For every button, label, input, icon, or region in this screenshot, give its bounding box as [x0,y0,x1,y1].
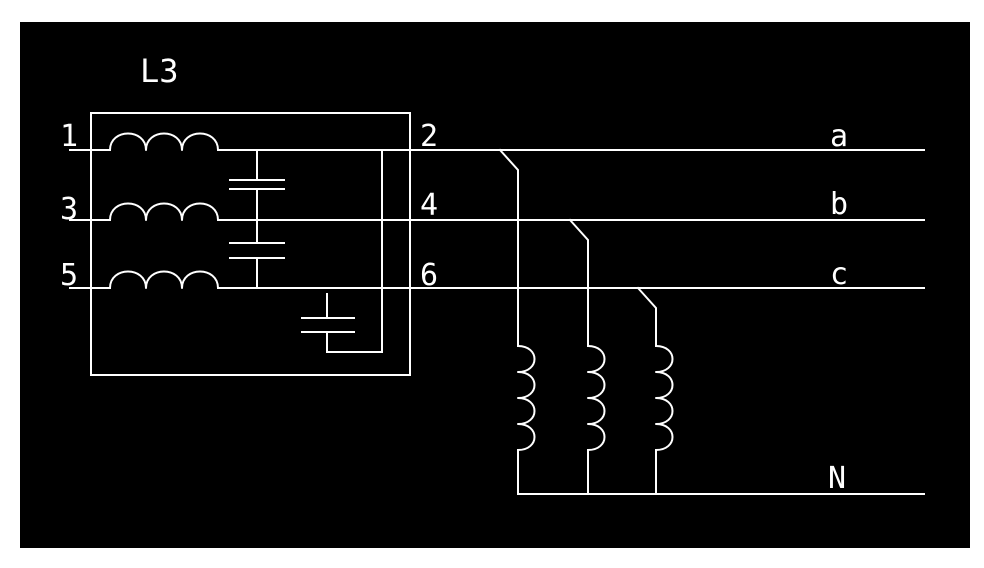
terminal-5-label: 5 [60,258,78,293]
neutral-label: N [828,461,846,496]
phase-c-label: c [830,257,848,292]
line-capacitor-bank [229,149,285,289]
filter-enclosure [90,112,411,376]
terminal-4-label: 4 [420,188,438,223]
terminal-6-label: 6 [420,258,438,293]
load-coil-c-icon [655,345,674,451]
choke-coil-5-icon [109,270,219,289]
drawing-area [20,22,970,548]
load-coil-b-icon [587,345,606,451]
phase-a-label: a [830,119,848,154]
load-coil-a-icon [517,345,536,451]
terminal-2-label: 2 [420,119,438,154]
filter-title: L3 [140,52,179,90]
choke-coil-3-icon [109,202,219,221]
ground-capacitor [301,149,383,353]
load-c-lead [636,286,657,347]
terminal-1-label: 1 [60,119,78,154]
load-b-lead [568,218,589,347]
phase-b-label: b [830,187,848,222]
choke-coil-1-icon [109,132,219,151]
terminal-3-label: 3 [60,192,78,227]
load-a-lead [498,148,519,347]
